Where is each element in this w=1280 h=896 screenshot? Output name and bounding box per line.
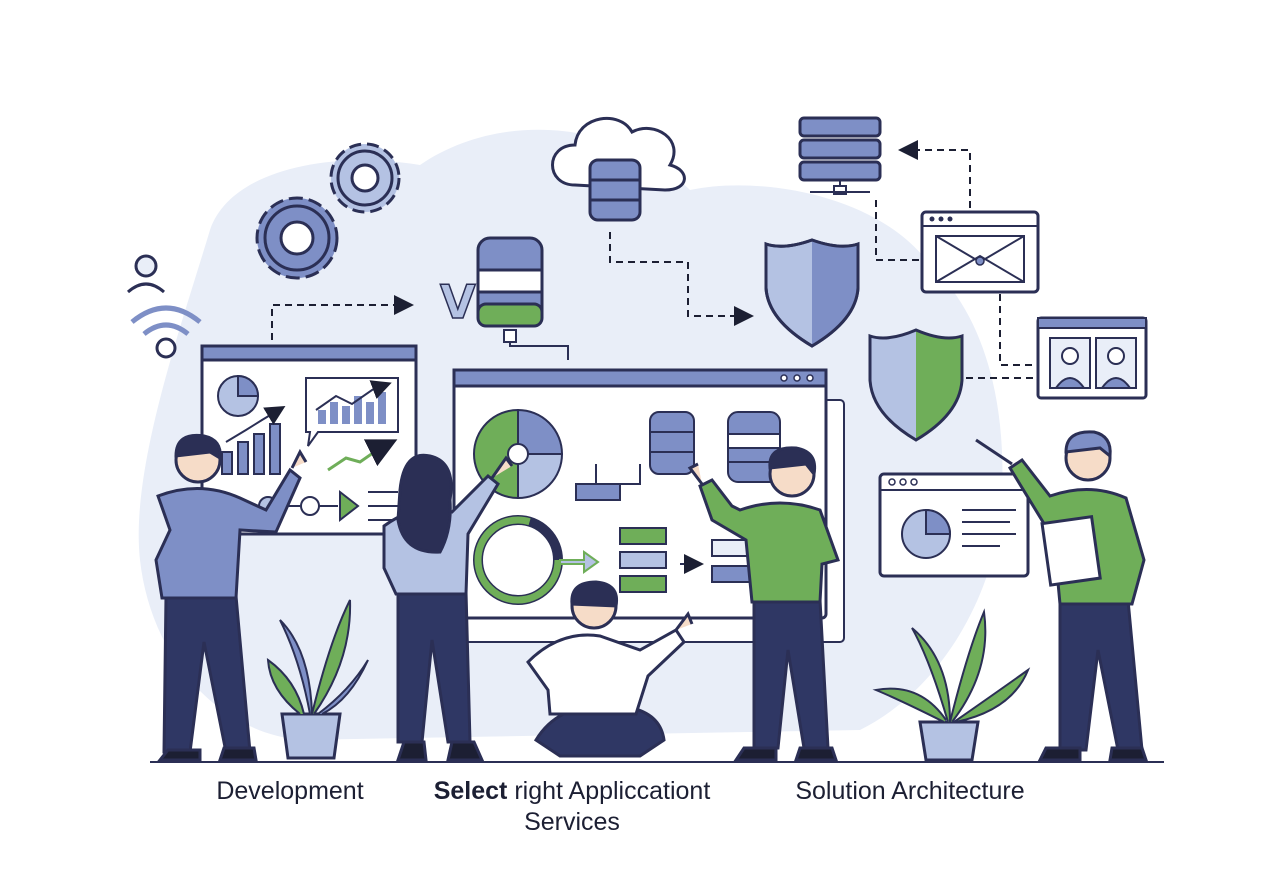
caption-select-services: Select right Appliccationt Services [400,776,744,838]
donut-chart-icon [472,408,564,500]
shield-green-icon [868,328,964,442]
person-architect [975,430,1149,762]
connector-lines [271,140,1038,379]
pie-chart-icon [217,374,260,417]
wifi-user-icon [127,254,202,359]
bar-chart-icon [221,405,286,475]
database-icon [476,236,569,360]
right-report-board [878,472,1030,578]
speech-chart-icon [305,377,399,447]
video-call-icon [1036,316,1148,400]
person-analyst [382,453,514,762]
person-seated [526,580,694,758]
database-pair-icon [649,411,781,483]
gear-small-icon [329,142,401,214]
stack-blocks-icon [619,527,667,593]
ring-chart-icon [473,515,563,605]
plant-icon [266,599,369,760]
caption-solution-text: Solution Architecture [795,777,1025,805]
caption-select-rest: right Appliccationt [507,777,711,805]
cloud-database-icon [551,116,686,222]
browser-window-icon [920,210,1040,294]
caption-select-line2: Services [524,808,620,836]
gear-icon [255,196,339,280]
caption-select-bold: Select [433,777,508,805]
caption-development-text: Development [216,777,364,805]
left-dashboard-board [200,344,418,536]
shield-icon [764,238,860,348]
center-dashboard-board [452,368,845,643]
caption-solution-architecture: Solution Architecture [770,776,1050,807]
person-engineer [687,446,840,762]
caption-development: Development [190,776,390,807]
person-developer [154,433,308,762]
server-rack-icon [798,116,882,195]
plant-right-icon [872,608,1031,762]
